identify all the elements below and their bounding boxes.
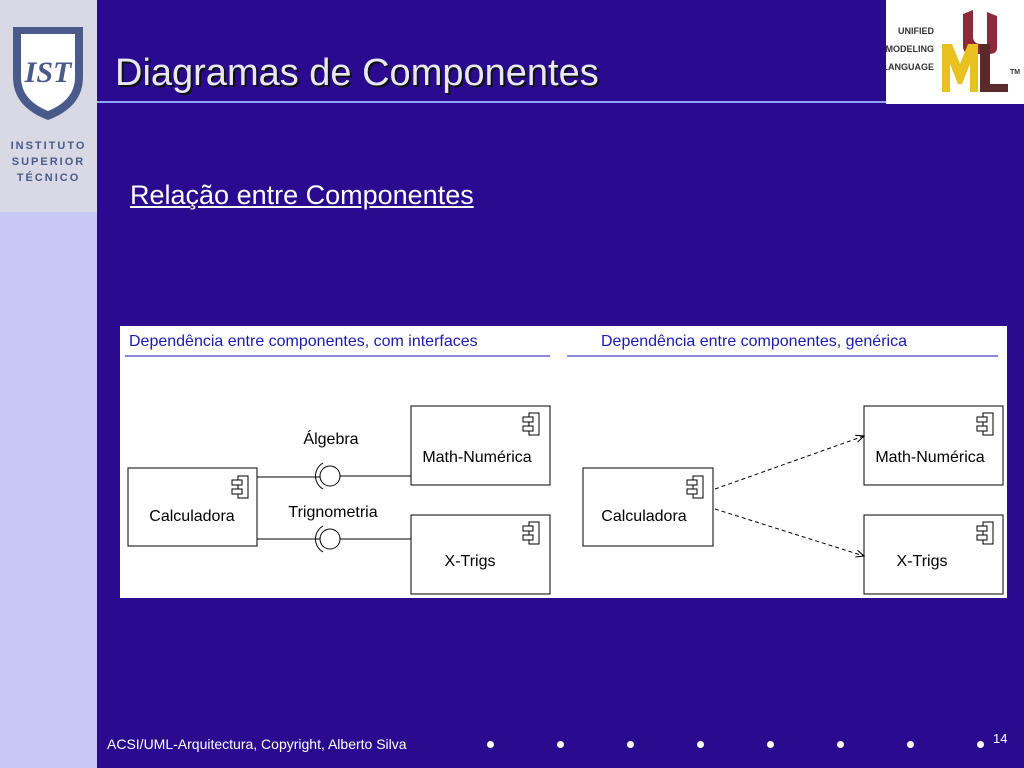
ist-monogram: IST bbox=[24, 56, 73, 89]
uml-logo: UNIFIED MODELING LANGUAGE TM bbox=[883, 0, 1024, 104]
footer-dot bbox=[837, 741, 844, 748]
left-diagram-heading: Dependência entre componentes, com inter… bbox=[129, 333, 478, 350]
uml-text-1: UNIFIED bbox=[898, 26, 935, 36]
uml-text-3: LANGUAGE bbox=[886, 62, 934, 72]
dependency-arrow-xtrigs bbox=[714, 508, 864, 556]
ist-line-2: SUPERIOR bbox=[11, 156, 86, 168]
footer-dot bbox=[557, 741, 564, 748]
uml-logo-icon: UNIFIED MODELING LANGUAGE TM bbox=[883, 10, 1020, 92]
page-title: Diagramas de Componentes bbox=[115, 52, 599, 94]
right-component-math: Math-Numérica bbox=[863, 405, 1004, 486]
diagram-canvas: Dependência entre componentes, com inter… bbox=[125, 333, 1004, 595]
left-calculadora-label: Calculadora bbox=[149, 508, 234, 525]
dependency-arrow-math bbox=[714, 436, 864, 490]
right-math-label: Math-Numérica bbox=[875, 449, 984, 466]
footer-dot bbox=[487, 741, 494, 748]
component-diagrams: Dependência entre componentes, com inter… bbox=[120, 326, 1007, 598]
left-component-xtrigs: X-Trigs bbox=[410, 514, 551, 595]
left-math-label: Math-Numérica bbox=[422, 449, 531, 466]
page-number: 14 bbox=[993, 731, 1008, 746]
left-component-math: Math-Numérica bbox=[410, 405, 551, 486]
ist-shield-icon: IST bbox=[13, 27, 83, 120]
right-calculadora-label: Calculadora bbox=[601, 508, 686, 525]
footer-dot bbox=[627, 741, 634, 748]
algebra-label: Álgebra bbox=[303, 429, 358, 448]
footer-dot bbox=[977, 741, 984, 748]
ist-line-3: TÉCNICO bbox=[16, 172, 81, 184]
algebra-interface: Álgebra bbox=[257, 429, 411, 490]
ist-logo: IST INSTITUTO SUPERIOR TÉCNICO bbox=[0, 0, 97, 212]
footer-dot bbox=[697, 741, 704, 748]
right-component-calculadora: Calculadora bbox=[582, 467, 714, 547]
section-subtitle: Relação entre Componentes bbox=[130, 180, 474, 210]
left-xtrigs-label: X-Trigs bbox=[445, 553, 496, 570]
uml-text-2: MODELING bbox=[886, 44, 934, 54]
right-component-xtrigs: X-Trigs bbox=[863, 514, 1004, 595]
footer-text: ACSI/UML-Arquitectura, Copyright, Albert… bbox=[107, 736, 407, 752]
uml-trademark: TM bbox=[1010, 69, 1020, 76]
right-xtrigs-label: X-Trigs bbox=[897, 553, 948, 570]
ist-line-1: INSTITUTO bbox=[10, 140, 87, 152]
trig-label: Trignometria bbox=[288, 504, 377, 521]
footer-dot bbox=[767, 741, 774, 748]
title-divider bbox=[97, 101, 887, 103]
left-component-calculadora: Calculadora bbox=[127, 467, 258, 547]
trig-interface: Trignometria bbox=[257, 504, 411, 553]
footer-dot bbox=[907, 741, 914, 748]
right-diagram-heading: Dependência entre componentes, genérica bbox=[601, 333, 907, 350]
